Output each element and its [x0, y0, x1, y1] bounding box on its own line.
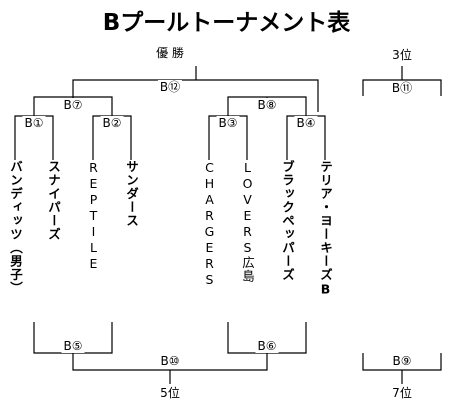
match-label-q4: B④	[294, 116, 318, 130]
champion-label: 優 勝	[154, 46, 186, 60]
match-label-q2: B②	[100, 116, 124, 130]
match-label-fifth-right: B⑥	[255, 339, 279, 353]
team-name: テリア・ヨーキーズB	[318, 160, 333, 298]
team-name: スナイパーズ	[46, 160, 61, 241]
third-place-label: 3位	[390, 48, 414, 62]
fifth-place-label: 5位	[158, 386, 182, 400]
team-name: CHARGERS	[202, 160, 217, 288]
team-name: サンダース	[124, 160, 139, 228]
page-title: Bプールトーナメント表	[102, 10, 351, 36]
match-label-fifth-left: B⑤	[61, 339, 85, 353]
match-label-final: B⑫	[157, 80, 183, 94]
team-name: REPTILE	[86, 160, 101, 272]
team-name: バンディッツ（男子）	[8, 160, 23, 295]
match-label-q1: B①	[22, 116, 46, 130]
match-label-fifth-final: B⑩	[158, 354, 182, 368]
team-name: ブラックペッパーズ	[280, 160, 295, 282]
match-label-semi-left: B⑦	[61, 98, 85, 112]
final-connector	[72, 79, 319, 112]
match-label-q3: B③	[216, 116, 240, 130]
team-name: LOVERS広島	[240, 160, 255, 283]
match-label-seventh: B⑨	[390, 354, 414, 368]
match-label-third: B⑪	[389, 81, 415, 95]
seventh-place-label: 7位	[390, 386, 414, 400]
match-label-semi-right: B⑧	[255, 98, 279, 112]
